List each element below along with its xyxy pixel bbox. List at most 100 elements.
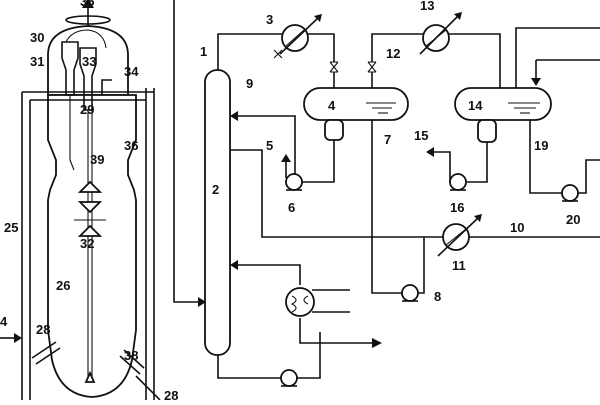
cyclone-loop [65,29,107,49]
reflux-arrow [230,111,238,121]
label-5: 5 [266,138,273,153]
pump-6-body [285,173,303,191]
reflux-drum-4 [298,72,409,294]
drum-14-feed [515,27,600,88]
pump-16 [426,147,467,191]
label-13: 13 [420,0,434,13]
exchanger-11-arrow [474,214,482,222]
reactor-unit [0,0,161,401]
condenser-3-coil [285,29,305,47]
label-2: 2 [212,182,219,197]
line-15-arrow [426,147,434,157]
valve-a [329,61,339,73]
label-6: 6 [288,200,295,215]
pump-6 [281,154,303,191]
label-7: 7 [384,132,391,147]
bottom-product-line [299,318,372,344]
bottom-right-line [135,375,161,401]
settler-vessel [47,25,129,96]
label-19: 19 [534,138,548,153]
pump-8 [401,237,425,302]
drum-14-boot [477,119,497,143]
label-8: 8 [434,289,441,304]
top-cap-ellipse [65,15,111,25]
condenser-3-arrow [314,14,322,22]
exchanger-11 [437,214,482,257]
label-36: 36 [124,138,138,153]
label-38: 38 [124,348,138,363]
drum-4-line-7 [371,120,402,294]
drum-14-line-19 [529,120,562,194]
label-28: 28 [36,322,50,337]
label-33: 33 [82,54,96,69]
top-outlet-arrow [82,0,94,8]
label-32: 32 [80,236,94,251]
nozzle-34 [101,79,112,95]
pa-exchanger-shell [285,287,315,317]
inlet-nozzle-28b [35,347,61,365]
exchanger-13-arrow-line [419,15,459,55]
exchanger-13-arrow [454,12,462,20]
label-29: 29 [80,102,94,117]
label-top-cut: 35 [80,0,94,9]
pumparound-return [236,264,301,285]
pumparound-arrow [230,260,238,270]
bottom-distributor [84,370,96,383]
bottom-pump-body [280,369,298,387]
condenser-3-arrow-line [279,17,319,55]
pump-20-out [578,159,600,194]
label-30: 30 [30,30,44,45]
pumparound-exchanger [285,287,315,317]
label-1: 1 [200,44,207,59]
pump-20-body [561,184,579,202]
drum-14-body [454,87,552,121]
overhead-line [217,33,335,70]
condenser-3 [273,14,322,59]
label-bottom-cut: 28 [164,388,178,400]
label-4-left: 4 [0,314,8,329]
drum-4-body [303,87,409,121]
feed-arrow-left [14,333,22,343]
dipleg-line [69,95,75,171]
label-12: 12 [386,46,400,61]
label-26: 26 [56,278,70,293]
label-34: 34 [124,64,139,79]
pa-exchanger-coil [290,295,309,313]
feed-arrow-1 [198,297,206,307]
internal-cone-2 [77,201,103,214]
bottom-pump-discharge [296,332,321,379]
label-9: 9 [246,76,253,91]
line-15 [432,151,451,182]
reflux-line-9 [236,115,296,180]
bottom-pump [280,369,298,387]
label-25: 25 [4,220,18,235]
inlet-nozzle-28 [31,341,57,359]
pump-8-body [401,284,419,302]
pump-16-body [449,173,467,191]
inlet-nozzle-38 [123,349,145,369]
inlet-nozzle-38b [119,355,141,375]
internal-cone-3 [77,224,103,237]
labels: 35 30 31 33 34 29 36 39 32 25 26 28 4 38… [0,0,580,403]
label-4: 4 [328,98,336,113]
cyclone-left [61,41,79,96]
drum-14-return-arrow [531,78,541,86]
condenser-3-valve [273,49,283,59]
label-14: 14 [468,98,483,113]
label-31: 31 [30,54,44,69]
exchanger-11-arrow-line [437,217,479,257]
line-5-arrow [281,154,291,162]
label-15: 15 [414,128,428,143]
side-line-10 [230,149,600,238]
label-10: 10 [510,220,524,235]
label-20: 20 [566,212,580,227]
drum-4-boot [324,119,344,141]
bottom-pump-line [217,355,282,379]
bottom-product-arrow [372,338,382,348]
label-3: 3 [266,12,273,27]
fractionator-column [173,0,600,379]
valve-b [367,61,377,73]
label-11: 11 [452,258,466,273]
label-39: 39 [90,152,104,167]
